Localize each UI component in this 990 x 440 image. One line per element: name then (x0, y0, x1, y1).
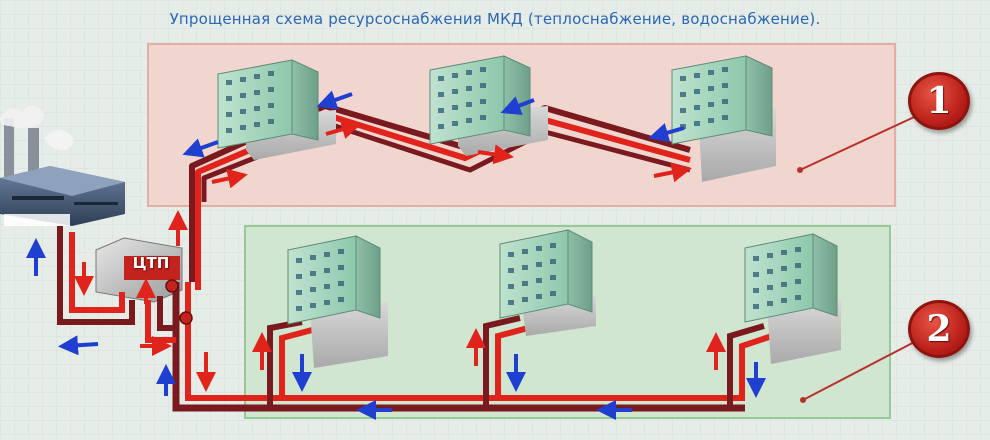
zone-1-number: 1 (926, 80, 952, 122)
flow-arrow-return (648, 123, 685, 143)
valve-node (165, 279, 179, 293)
zone-2-badge: 2 (908, 300, 970, 358)
flow-arrow-return (58, 335, 99, 356)
building-zone1-a (217, 59, 336, 160)
zone-2-leader (800, 337, 923, 403)
flow-arrow-supply (325, 119, 362, 139)
building-zone1-c (671, 55, 776, 182)
valve-node (179, 311, 193, 325)
zone-2-number: 2 (926, 308, 952, 350)
building-zone2-b (499, 229, 596, 336)
ctp-label: ЦТП (132, 254, 170, 272)
flow-arrow-supply (211, 168, 248, 189)
diagram-title: Упрощенная схема ресурсоснабжения МКД (т… (169, 10, 821, 28)
ctp-node (95, 237, 183, 303)
pipes-zone-2 (267, 315, 773, 408)
flow-arrow-return (316, 90, 353, 110)
flow-arrows (26, 90, 766, 420)
pipes-zone-1 (189, 103, 691, 202)
building-zone2-a (287, 235, 388, 368)
zone-1-leader (797, 111, 926, 173)
flow-arrow-supply (477, 144, 514, 165)
flow-arrow-supply (653, 162, 692, 183)
heat-plant (0, 105, 125, 226)
flow-arrow-return (500, 96, 535, 116)
flow-arrow-return (182, 138, 219, 158)
building-zone1-b (429, 55, 548, 156)
building-zone2-c (744, 233, 841, 364)
zone-1-badge: 1 (908, 72, 970, 130)
